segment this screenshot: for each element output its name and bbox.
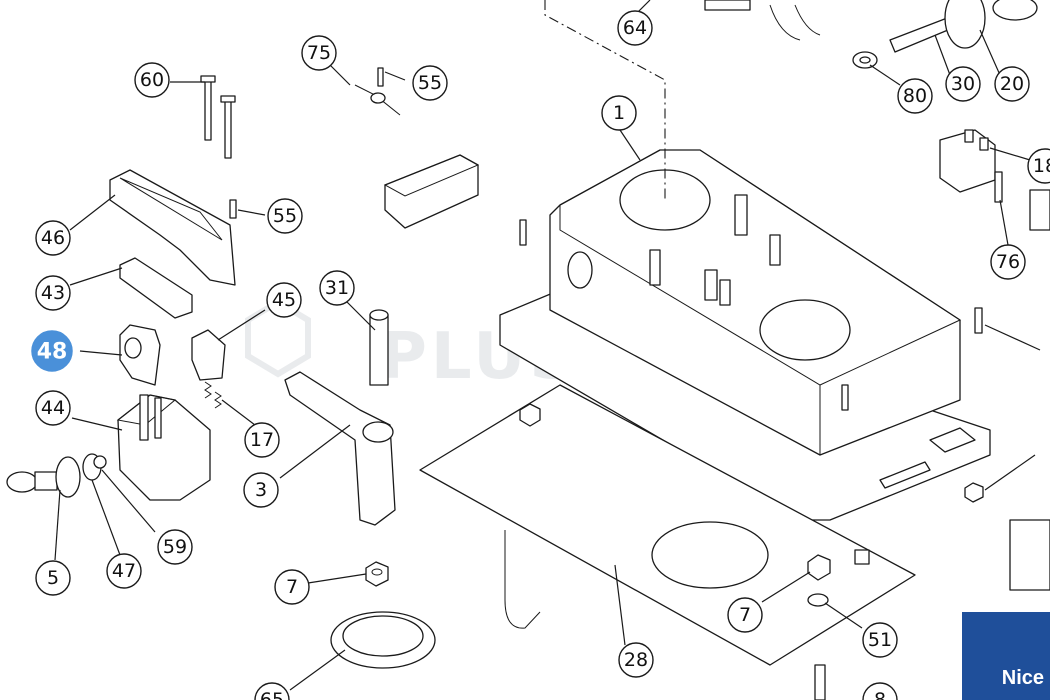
part-pins [519,171,1003,411]
callout-75: 75 [301,35,337,71]
callout-51: 51 [862,622,898,658]
svg-text:55: 55 [273,205,297,227]
svg-text:47: 47 [112,560,136,582]
svg-text:46: 46 [41,227,65,249]
svg-text:28: 28 [624,649,648,671]
part-spring-75 [354,67,401,116]
callout-1: 1 [601,95,637,131]
part-lock-body-44 [116,394,211,501]
brand-logo: Nice [962,612,1050,700]
part-nut-7b [807,554,831,607]
svg-text:18: 18 [1033,155,1050,177]
svg-text:65: 65 [260,689,284,700]
svg-text:59: 59 [163,536,187,558]
svg-text:75: 75 [307,42,331,64]
part-top-items [704,0,1038,69]
part-bolt-8 [814,664,826,700]
callout-55a: 55 [412,65,448,101]
callout-18: 18 [1027,148,1050,184]
svg-text:43: 43 [41,282,65,304]
svg-text:17: 17 [250,429,274,451]
svg-text:80: 80 [903,85,927,107]
leader-lines [54,0,1041,691]
svg-text:55: 55 [418,72,442,94]
dashed-guide [544,0,666,200]
callout-80: 80 [897,78,933,114]
callout-31: 31 [319,270,355,306]
callout-5: 5 [35,560,71,596]
callout-76: 76 [990,244,1026,280]
part-nuts-right [519,403,1050,591]
svg-text:48: 48 [37,340,68,365]
brand-logo-text: Nice [1001,667,1044,689]
callout-8: 8 [862,682,898,700]
part-cover-block [383,154,480,229]
callout-46: 46 [35,220,71,256]
part-bracket-43 [119,257,193,319]
part-housing-1[interactable] [499,149,991,521]
callout-28: 28 [618,642,654,678]
svg-text:5: 5 [47,567,59,589]
svg-text:7: 7 [739,604,751,626]
callout-59: 59 [157,529,193,565]
part-cylinder-5 [6,456,81,498]
callout-17: 17 [244,422,280,458]
callout-55b: 55 [267,198,303,234]
part-seal-65 [330,611,436,669]
screw-55b [229,199,237,219]
svg-text:1: 1 [613,102,625,124]
callout-44: 44 [35,390,71,426]
svg-text:45: 45 [272,289,296,311]
callout-60: 60 [134,62,170,98]
svg-text:51: 51 [868,629,892,651]
svg-text:3: 3 [255,479,267,501]
part-washer-47 [82,453,107,481]
part-nut-7a [365,561,389,587]
callout-45: 45 [266,282,302,318]
callout-65: 65 [254,682,290,700]
svg-text:76: 76 [996,251,1020,273]
part-bracket-46 [109,169,236,286]
part-terminal-block-18 [939,129,1050,231]
callout-43: 43 [35,275,71,311]
svg-text:64: 64 [623,17,647,39]
callout-30: 30 [945,66,981,102]
callout-48-highlighted[interactable]: 48 [28,327,76,375]
part-lever-45 [191,329,226,409]
part-screws-60 [200,75,236,159]
svg-text:7: 7 [286,576,298,598]
callout-47: 47 [106,553,142,589]
svg-text:31: 31 [325,277,349,299]
callout-64: 64 [617,10,653,46]
svg-text:8: 8 [874,689,886,700]
svg-text:20: 20 [1000,73,1024,95]
callout-20: 20 [994,66,1030,102]
callout-3: 3 [243,472,279,508]
svg-text:44: 44 [41,397,65,419]
part-base-plate-28[interactable] [419,384,916,666]
callout-7b: 7 [727,597,763,633]
part-key-48 [119,324,161,386]
callout-7a: 7 [274,569,310,605]
svg-text:60: 60 [140,69,164,91]
part-handle-3 [284,309,396,526]
svg-text:30: 30 [951,73,975,95]
